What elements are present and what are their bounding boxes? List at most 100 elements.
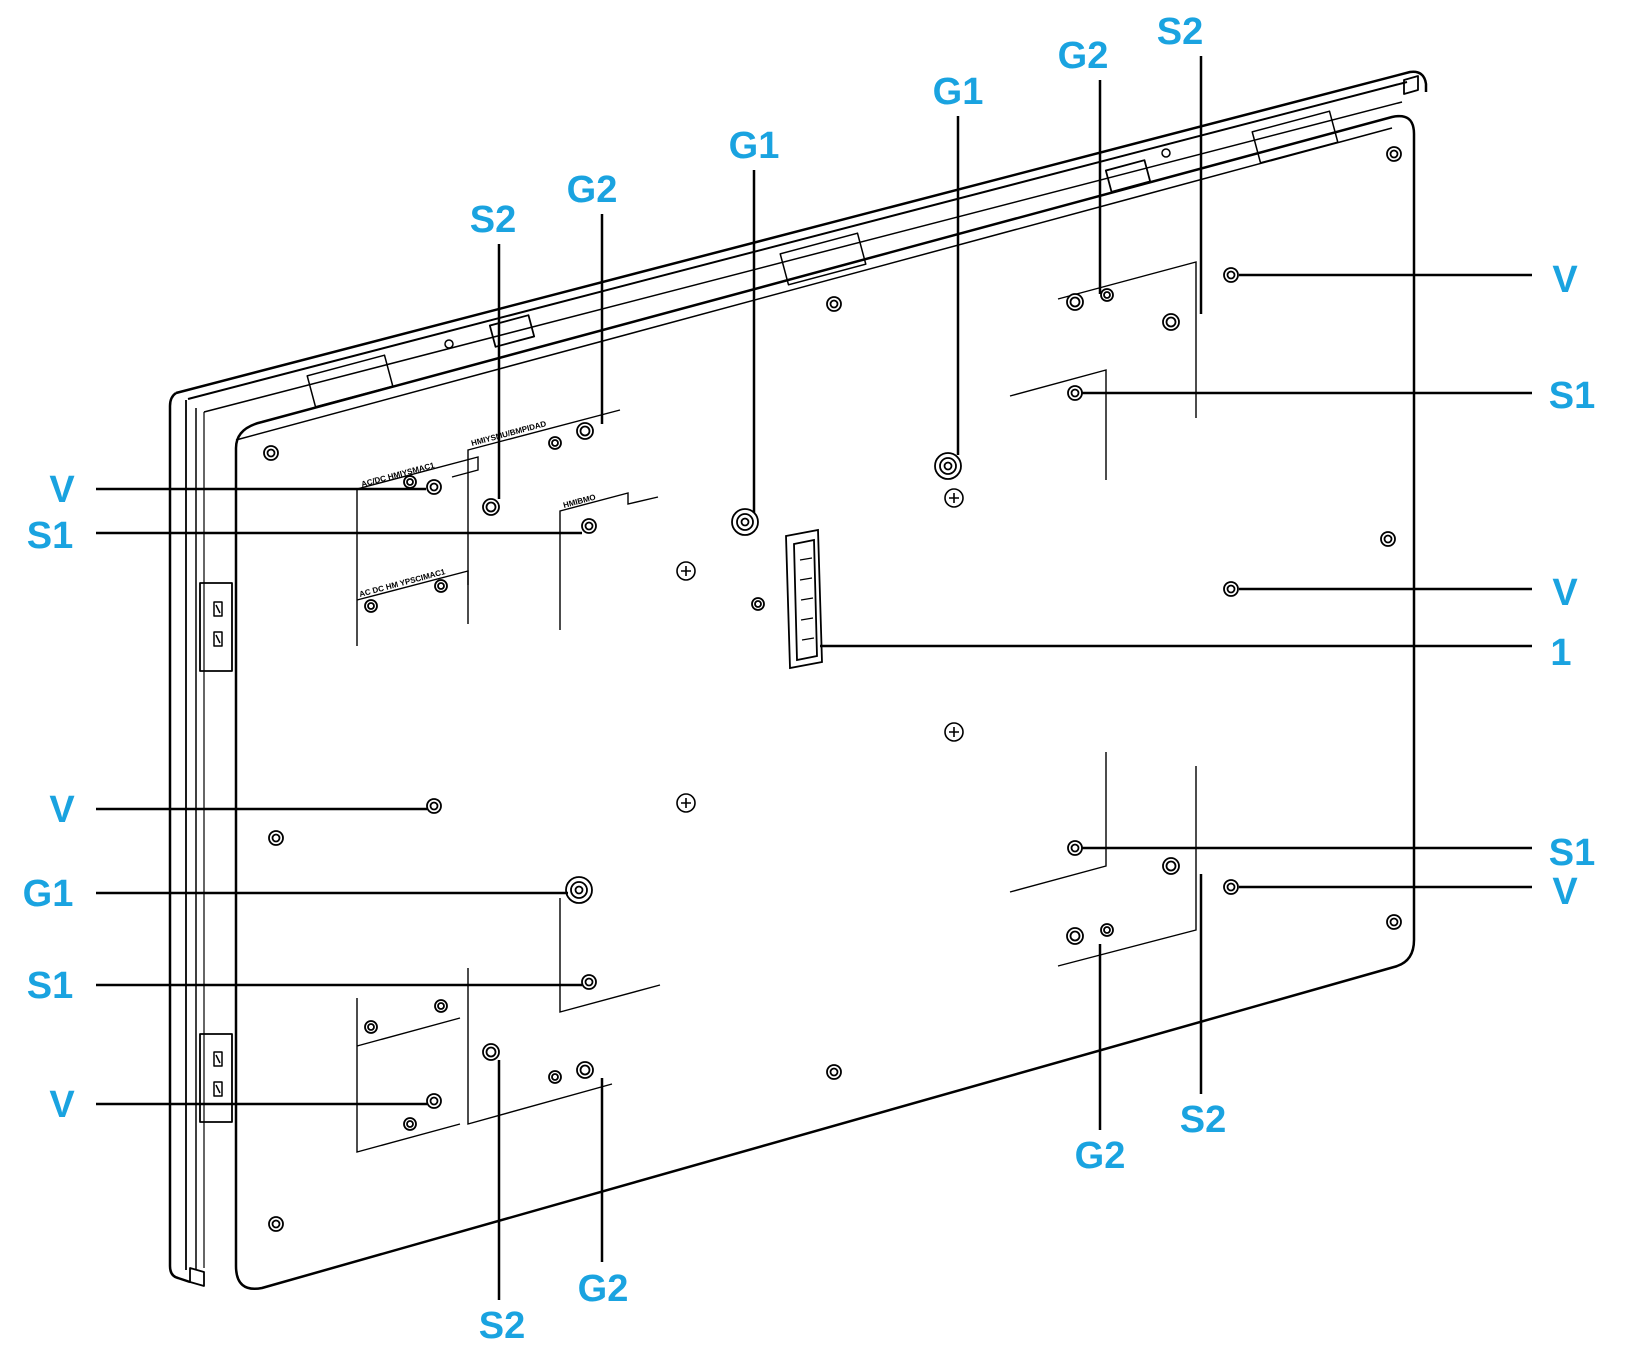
hole-s1 bbox=[581, 518, 597, 534]
callout-left-v-3: V bbox=[49, 1084, 75, 1126]
callout-right-v-3: V bbox=[1552, 871, 1578, 913]
hole-s1 bbox=[581, 974, 597, 990]
guide-lower-right-2 bbox=[1057, 766, 1197, 967]
callout-top-s2-right: S2 bbox=[1157, 11, 1203, 53]
hole-plain bbox=[1380, 531, 1396, 547]
callout-right-1: 1 bbox=[1550, 632, 1571, 674]
callout-right-v-2: V bbox=[1552, 572, 1578, 614]
left-clip-bottom bbox=[199, 1033, 233, 1123]
left-clip-top bbox=[199, 582, 233, 672]
hole-plain bbox=[548, 1070, 562, 1084]
hole-plain bbox=[1386, 146, 1402, 162]
callout-top-g1-left: G1 bbox=[729, 125, 780, 167]
corner-tab-top-right bbox=[1403, 75, 1419, 95]
top-clip-3 bbox=[1251, 110, 1339, 164]
bezel-left-edge bbox=[168, 391, 191, 1284]
hole-plain bbox=[268, 830, 284, 846]
guide-lower-left-box-1 bbox=[356, 998, 461, 1153]
top-clip-2 bbox=[779, 232, 867, 286]
callout-bottom-g2-left: G2 bbox=[578, 1268, 629, 1310]
hole-plain bbox=[434, 579, 448, 593]
hole-s2 bbox=[482, 498, 500, 516]
hole-v bbox=[426, 798, 442, 814]
top-latch-right bbox=[1104, 159, 1152, 193]
top-small-hole-left bbox=[444, 339, 454, 349]
hole-plain bbox=[1100, 923, 1114, 937]
hole-plain bbox=[364, 1020, 378, 1034]
hole-g1 bbox=[731, 508, 759, 536]
guide-upper-right-1 bbox=[1009, 369, 1107, 480]
connector-1 bbox=[785, 528, 823, 670]
hole-plain bbox=[826, 296, 842, 312]
panel-label-ac-dc-2: AC DC HM YPSCIMAC1 bbox=[358, 567, 447, 599]
callout-right-s1-2: S1 bbox=[1549, 832, 1595, 874]
hole-plain bbox=[364, 599, 378, 613]
callout-labels: G1 G1 G2 G2 S2 S2 V S1 V G1 S1 V V S1 V … bbox=[23, 11, 1596, 1347]
hole-s1 bbox=[1067, 840, 1083, 856]
hole-plain bbox=[548, 436, 562, 450]
panel-label-hmi-u: HMIYSMU/BMPIDAD bbox=[470, 419, 547, 448]
hole-v bbox=[426, 1093, 442, 1109]
guide-lower-hmi-u bbox=[467, 968, 613, 1125]
panel-label-hmi-bmo: HMIBMO bbox=[562, 493, 597, 510]
hole-plain bbox=[263, 445, 279, 461]
connector-pins bbox=[799, 557, 815, 641]
left-clip-bottom-slot-2 bbox=[213, 1081, 223, 1097]
leader-lines bbox=[96, 56, 1532, 1300]
top-small-hole-right bbox=[1161, 148, 1171, 158]
guide-lower-left-box-2 bbox=[356, 1017, 461, 1047]
hole-v bbox=[1223, 267, 1239, 283]
guide-hmi-bmo-box bbox=[559, 492, 659, 630]
mounting-guides bbox=[356, 261, 1197, 1153]
screw-cross bbox=[944, 488, 964, 508]
hole-v bbox=[1223, 581, 1239, 597]
bezel-top-inner-edge bbox=[187, 81, 1408, 400]
hole-plain bbox=[434, 999, 448, 1013]
cross-screws bbox=[676, 488, 964, 813]
hole-g2 bbox=[1066, 293, 1084, 311]
callout-left-g1: G1 bbox=[23, 873, 74, 915]
bezel-top-edge bbox=[175, 70, 1428, 395]
bezel-top-rim bbox=[203, 101, 1403, 413]
hole-s2 bbox=[1162, 313, 1180, 331]
callout-bottom-s2-right: S2 bbox=[1180, 1099, 1226, 1141]
hole-plain bbox=[403, 475, 417, 489]
hole-plain bbox=[1386, 914, 1402, 930]
guide-hmi-u-box bbox=[467, 409, 621, 624]
left-clip-bottom-slot-1 bbox=[213, 1051, 223, 1067]
hole-g1 bbox=[565, 876, 593, 904]
hole-g1 bbox=[934, 452, 962, 480]
callout-bottom-s2-left: S2 bbox=[479, 1305, 525, 1347]
hole-plain bbox=[1100, 288, 1114, 302]
screw-cross bbox=[676, 561, 696, 581]
hole-plain bbox=[268, 1216, 284, 1232]
callout-left-v-2: V bbox=[49, 789, 75, 831]
guide-ac-dc-box bbox=[356, 456, 479, 646]
guide-upper-right-2 bbox=[1057, 261, 1197, 418]
callout-top-g2-right: G2 bbox=[1058, 35, 1109, 77]
hole-s1 bbox=[1067, 385, 1083, 401]
back-plate bbox=[234, 114, 1416, 1290]
panel-label-ac-dc: AC/DC HMIYSMAC1 bbox=[360, 461, 436, 489]
callout-right-s1-1: S1 bbox=[1549, 375, 1595, 417]
callout-left-s1-2: S1 bbox=[27, 965, 73, 1007]
callout-top-g2-left: G2 bbox=[567, 169, 618, 211]
guide-lower-bmo bbox=[559, 898, 661, 1013]
hole-v bbox=[426, 479, 442, 495]
top-clip-1 bbox=[306, 354, 394, 408]
hole-g2 bbox=[576, 422, 594, 440]
callout-top-g1-right: G1 bbox=[933, 71, 984, 113]
hole-plain bbox=[751, 597, 765, 611]
callout-left-s1-1: S1 bbox=[27, 515, 73, 557]
left-clip-top-slot-2 bbox=[213, 631, 223, 647]
hole-g2 bbox=[1066, 927, 1084, 945]
mounting-holes bbox=[263, 146, 1402, 1232]
guide-lower-right-1 bbox=[1009, 752, 1107, 893]
callout-bottom-g2-right: G2 bbox=[1075, 1135, 1126, 1177]
panel-body bbox=[168, 70, 1428, 1290]
top-latch-left bbox=[488, 314, 536, 348]
left-clip-top-slot-1 bbox=[213, 601, 223, 617]
hole-s2 bbox=[1162, 857, 1180, 875]
